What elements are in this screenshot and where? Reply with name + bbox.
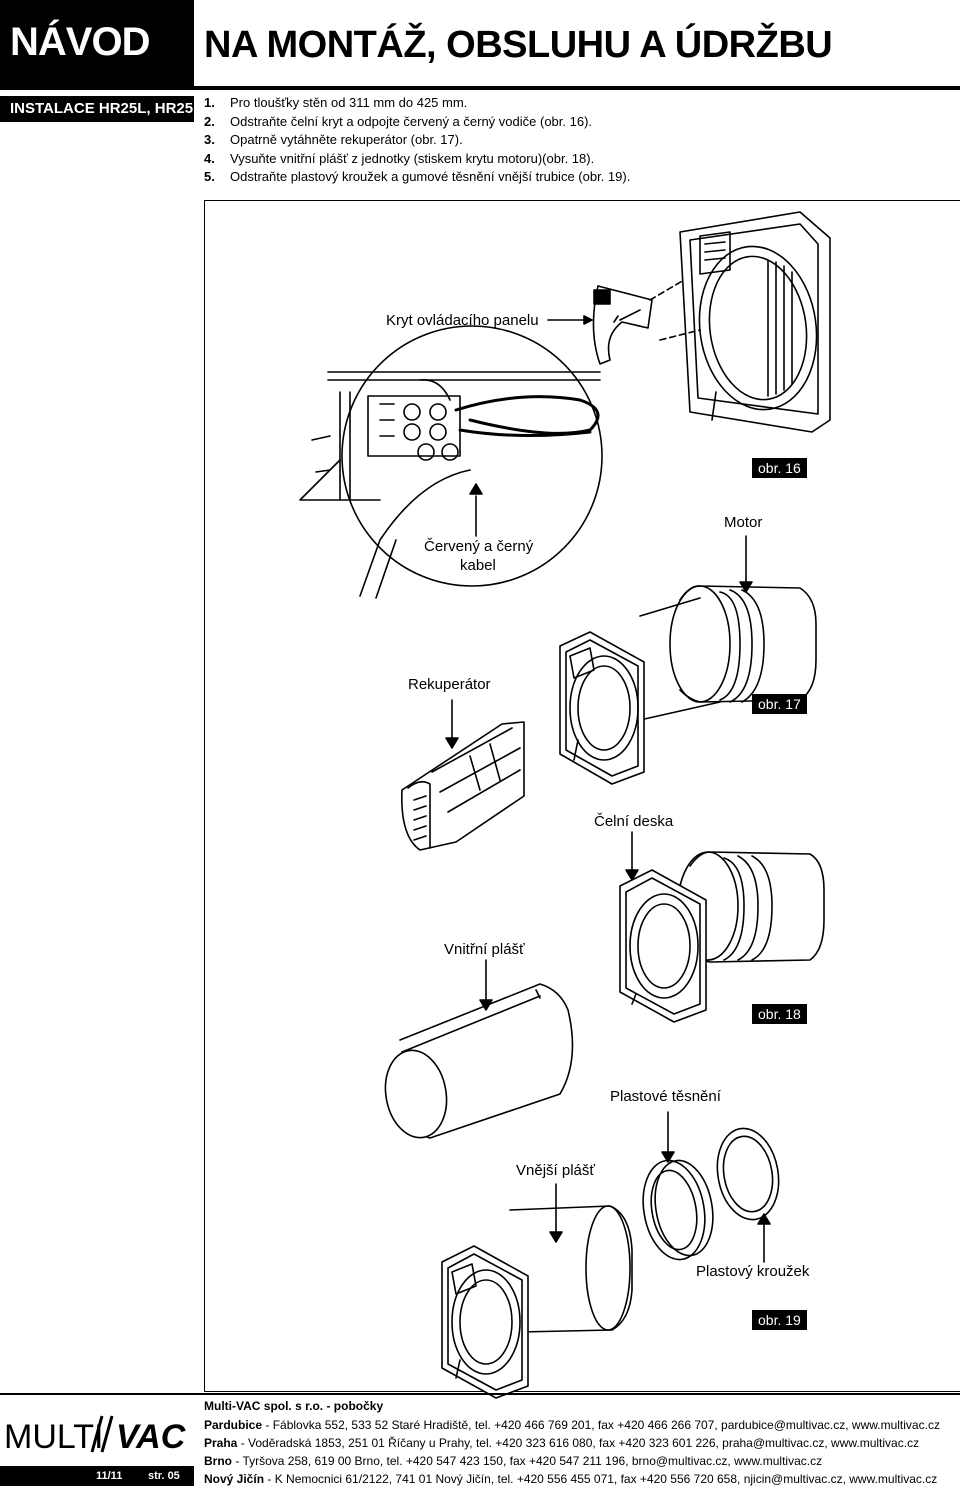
figure-badge-18: obr. 18	[752, 1004, 807, 1024]
wiring-detail-circle	[299, 325, 603, 599]
label-plastic-seal: Plastové těsnění	[610, 1088, 721, 1105]
step-item: 3.Opatrně vytáhněte rekuperátor (obr. 17…	[204, 132, 463, 147]
section-label-text: INSTALACE HR25L, HR25HL	[10, 100, 214, 117]
arrow-rekuperator	[445, 699, 459, 749]
instruction-steps: 1.Pro tloušťky stěn od 311 mm do 425 mm.…	[204, 94, 944, 187]
figure-badge-19: obr. 19	[752, 1310, 807, 1330]
page-number-box: 11/11 str. 05	[0, 1466, 194, 1486]
header-rule	[194, 86, 960, 90]
company-name: Multi-VAC spol. s r.o. - pobočky	[204, 1399, 384, 1413]
ring-drawing	[716, 1127, 780, 1221]
front-panel-drawing	[679, 211, 831, 433]
step-item: 1.Pro tloušťky stěn od 311 mm do 425 mm.	[204, 95, 468, 110]
arrow-plastove	[661, 1111, 675, 1163]
label-outer-shell: Vnější plášť	[516, 1162, 595, 1179]
arrow-vnitrni	[479, 959, 493, 1011]
label-motor: Motor	[724, 514, 763, 531]
arrow-vnejsi	[549, 1183, 563, 1243]
arrow-krouzek	[757, 1213, 771, 1263]
label-cables-line1: Červený a černý	[424, 538, 534, 555]
step-item: 2.Odstraňte čelní kryt a odpojte červený…	[204, 113, 593, 129]
page-number: str. 05	[148, 1470, 180, 1482]
branch-line: Pardubice - Fáblovka 552, 533 52 Staré H…	[204, 1418, 940, 1432]
label-recuperator: Rekuperátor	[408, 676, 491, 693]
header-title-box: NÁVOD	[0, 0, 194, 90]
inner-shell-drawing	[384, 983, 574, 1139]
footer-rule	[0, 1393, 960, 1395]
branch-line: Brno - Tyršova 258, 619 00 Brno, tel. +4…	[204, 1454, 823, 1468]
label-cables-line2: kabel	[460, 557, 496, 574]
arrow-cerveny	[469, 483, 483, 537]
label-front-plate: Čelní deska	[594, 813, 674, 830]
arrow-celni	[625, 831, 639, 881]
figure-frame	[204, 200, 960, 1392]
svg-text:MULTI: MULTI	[4, 1418, 103, 1456]
unit-fig17-drawing	[559, 585, 817, 785]
section-label: INSTALACE HR25L, HR25HL	[0, 96, 213, 122]
svg-text:VAC: VAC	[116, 1418, 186, 1456]
arrow-kryt	[547, 315, 593, 325]
header-box-text: NÁVOD	[10, 20, 150, 64]
multivac-logo-mark: MULTI VAC	[4, 1415, 186, 1456]
arrow-motor	[739, 535, 753, 593]
label-control-cover: Kryt ovládacího panelu	[386, 312, 539, 329]
label-inner-shell: Vnitřní plášť	[444, 941, 525, 958]
multivac-logo: MULTI VAC	[4, 1412, 190, 1456]
control-cover-drawing	[592, 279, 701, 365]
page-count: 11/11	[96, 1470, 123, 1482]
unit-fig18-drawing	[619, 851, 825, 1023]
branch-line: Nový Jičín - K Nemocnici 61/2122, 741 01…	[204, 1472, 938, 1486]
figure-badge-16: obr. 16	[752, 458, 807, 478]
page-title: NA MONTÁŽ, OBSLUHU A ÚDRŽBU	[204, 24, 833, 66]
step-item: 4.Vysuňte vnitřní plášť z jednotky (stis…	[204, 150, 595, 166]
step-item: 5.Odstraňte plastový kroužek a gumové tě…	[204, 169, 631, 184]
label-plastic-ring: Plastový kroužek	[696, 1263, 810, 1280]
recuperator-drawing	[401, 721, 525, 851]
seal-drawing	[642, 1159, 714, 1261]
branch-line: Praha - Voděradská 1853, 251 01 Říčany u…	[204, 1436, 920, 1450]
outer-shell-drawing	[441, 1205, 633, 1399]
figure-badge-17: obr. 17	[752, 694, 807, 714]
